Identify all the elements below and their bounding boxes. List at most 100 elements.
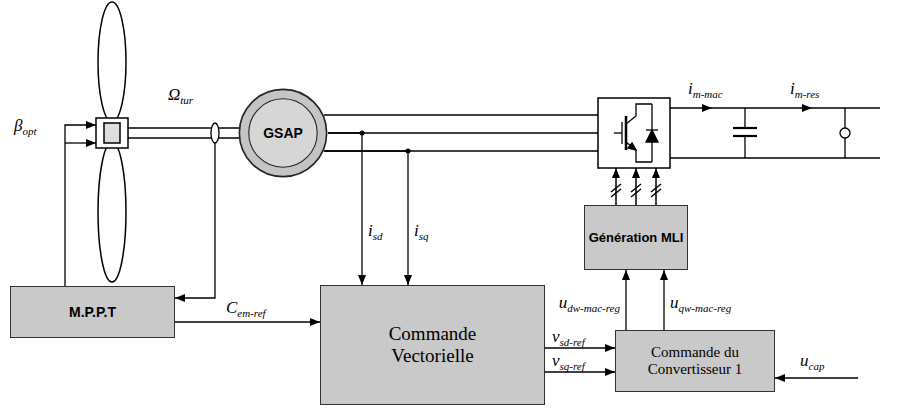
signal-arrow (663, 270, 664, 330)
turbine-shaft (128, 127, 239, 128)
symbol-base: u (559, 293, 568, 312)
generator-inner-ring (249, 99, 317, 167)
symbol-subscript: sd-ref (560, 336, 585, 348)
pwm-signal-bus (611, 189, 621, 197)
pwm-box: Génération MLI (584, 205, 688, 270)
signal-label: vsq-ref (552, 352, 585, 372)
symbol-subscript: qw-mac-reg (679, 302, 732, 314)
grid-terminal (844, 108, 845, 128)
symbol-base: i (790, 79, 795, 98)
stator-wires (324, 115, 598, 151)
signal-label: isq (414, 222, 429, 242)
signal-label: Cem-ref (226, 299, 266, 319)
current-arrowhead (702, 104, 812, 112)
symbol-base: i (368, 221, 373, 240)
grid-terminal (844, 138, 845, 158)
symbol-base: i (414, 221, 419, 240)
speed-signal-wire (175, 143, 215, 298)
dc-bus (670, 108, 880, 158)
dc-capacitor (744, 108, 745, 128)
turbine-shaft (128, 123, 239, 143)
pwm-signal-bus (651, 189, 661, 197)
igbt-symbol (646, 130, 658, 142)
signal-label: isd (368, 222, 383, 242)
node-text: Génération MLI (589, 230, 684, 245)
node-text: Commande Vectorielle (368, 323, 498, 367)
converter-box (598, 98, 670, 168)
wind-turbine (98, 2, 126, 122)
igbt-symbol (626, 142, 652, 162)
signal-label: ucap (800, 352, 824, 372)
igbt-symbol (614, 132, 622, 133)
symbol-base: Ω (168, 85, 180, 104)
control-box: Commande Vectorielle (320, 285, 545, 405)
symbol-base: v (552, 327, 560, 346)
igbt-symbol (625, 116, 628, 150)
igbt-symbol (621, 122, 622, 144)
mppt-box: M.P.P.T (10, 286, 175, 338)
dc-capacitor (733, 108, 757, 158)
symbol-subscript: sd (373, 230, 383, 242)
wind-turbine (96, 118, 128, 148)
igbt-symbol (646, 129, 658, 130)
node-text: M.P.P.T (69, 304, 116, 320)
signal-label: im-res (790, 80, 819, 100)
turbine-shaft (128, 137, 239, 138)
signal-arrow (175, 321, 320, 322)
symbol-subscript: em-ref (237, 307, 265, 319)
igbt-symbol (626, 104, 652, 124)
symbol-base: β (14, 116, 22, 135)
current-arrowhead (802, 104, 812, 112)
wind-turbine (96, 2, 128, 282)
stator-wires (328, 132, 598, 133)
pwm-signal-bus (655, 168, 657, 205)
symbol-subscript: cap (809, 360, 825, 372)
grid-terminal (840, 128, 850, 138)
grid-terminal (840, 108, 850, 158)
signal-arrow (324, 151, 408, 285)
turbine-shaft (211, 123, 219, 143)
node-text: Commande du Convertisseur 1 (625, 344, 765, 378)
generator-circle: GSAP (238, 88, 328, 178)
dc-bus (670, 107, 880, 108)
current-arrowhead (702, 104, 712, 112)
signal-label: udw-mac-reg (559, 294, 620, 314)
symbol-base: u (670, 293, 679, 312)
dc-bus (670, 157, 880, 158)
pitch-signal-wire (65, 125, 96, 286)
symbol-subscript: dw-mac-reg (567, 302, 620, 314)
igbt-symbol (614, 104, 658, 162)
symbol-base: u (800, 351, 809, 370)
dc-capacitor (733, 127, 757, 129)
voltage-signal-wire (775, 377, 858, 378)
wind-turbine (98, 142, 126, 282)
symbol-subscript: opt (22, 125, 36, 137)
signal-label: im-mac (688, 80, 723, 100)
dc-capacitor (744, 136, 745, 158)
symbol-base: v (552, 351, 560, 370)
symbol-base: C (226, 298, 237, 317)
wind-turbine (104, 123, 120, 143)
symbol-subscript: tur (180, 94, 193, 106)
voltage-signal-wire (775, 377, 858, 378)
signal-label: uqw-mac-reg (670, 294, 731, 314)
signal-label: βopt (14, 117, 37, 137)
signal-arrow (328, 133, 362, 285)
converter-control-box: Commande du Convertisseur 1 (615, 330, 775, 392)
pitch-signal-wire (65, 125, 96, 286)
signal-label: Ωtur (168, 86, 193, 106)
converter-box (598, 98, 670, 168)
pitch-signal-wire (65, 142, 96, 143)
symbol-base: i (688, 79, 693, 98)
pwm-signal-bus (631, 189, 641, 197)
symbol-subscript: m-mac (693, 88, 723, 100)
pwm-signal-bus (635, 168, 637, 205)
signal-arrow (625, 270, 626, 330)
symbol-subscript: sq (419, 230, 429, 242)
generator-outer-ring (239, 89, 326, 176)
pwm-signal-bus (615, 168, 617, 205)
stator-wires (324, 114, 598, 115)
symbol-subscript: sq-ref (560, 360, 585, 372)
pwm-signal-bus (611, 168, 661, 205)
